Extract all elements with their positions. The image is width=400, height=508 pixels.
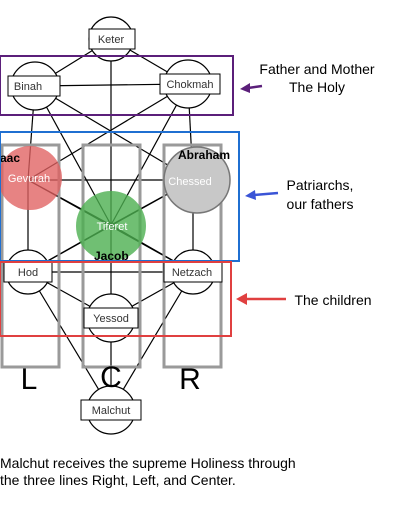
left-column-pillar (0, 143, 61, 369)
keter-label: Keter (98, 34, 125, 46)
netzach-label: Netzach (172, 267, 212, 279)
children-group-box (0, 261, 232, 337)
tiferet-highlight (76, 191, 146, 261)
left-column-letter: L (21, 363, 38, 396)
column-pillars (0, 143, 223, 369)
binah-label: Binah (14, 81, 42, 93)
patriarchs-annotation-line2: our fathers (287, 196, 354, 212)
center-column-pillar (81, 143, 142, 369)
gevurah-label: Gevurah (8, 173, 50, 185)
right-column-letter: R (179, 363, 201, 396)
center-column-letter: C (100, 361, 122, 394)
patriarchs-arrow (245, 190, 279, 200)
hod-label: Hod (18, 267, 38, 279)
children-arrow (236, 293, 286, 305)
malchut-label: Malchut (92, 405, 131, 417)
children-annotation: The children (294, 292, 371, 308)
chessed-label: Chessed (168, 176, 211, 188)
abraham-name: Abraham (178, 148, 230, 162)
jacob-name: Jacob (94, 249, 129, 263)
chokmah-label: Chokmah (166, 79, 213, 91)
parents-annotation-line2: The Holy (289, 79, 345, 95)
patriarchs-annotation-line1: Patriarchs, (287, 177, 354, 193)
yessod-label: Yessod (93, 313, 129, 325)
right-column-pillar (162, 143, 223, 369)
caption-line1: Malchut receives the supreme Holiness th… (0, 455, 296, 471)
parents-arrow (240, 83, 263, 93)
tiferet-label: Tiferet (97, 221, 128, 233)
parents-group-box (0, 55, 234, 116)
caption-line2: the three lines Right, Left, and Center. (0, 472, 236, 488)
parents-annotation-line1: Father and Mother (259, 61, 375, 77)
gevurah-highlight (0, 146, 62, 210)
isaac-name: aac (0, 151, 20, 165)
chessed-highlight (163, 146, 231, 214)
node-label-boxes (3, 28, 223, 421)
caption: Malchut receives the supreme Holiness th… (0, 455, 400, 489)
